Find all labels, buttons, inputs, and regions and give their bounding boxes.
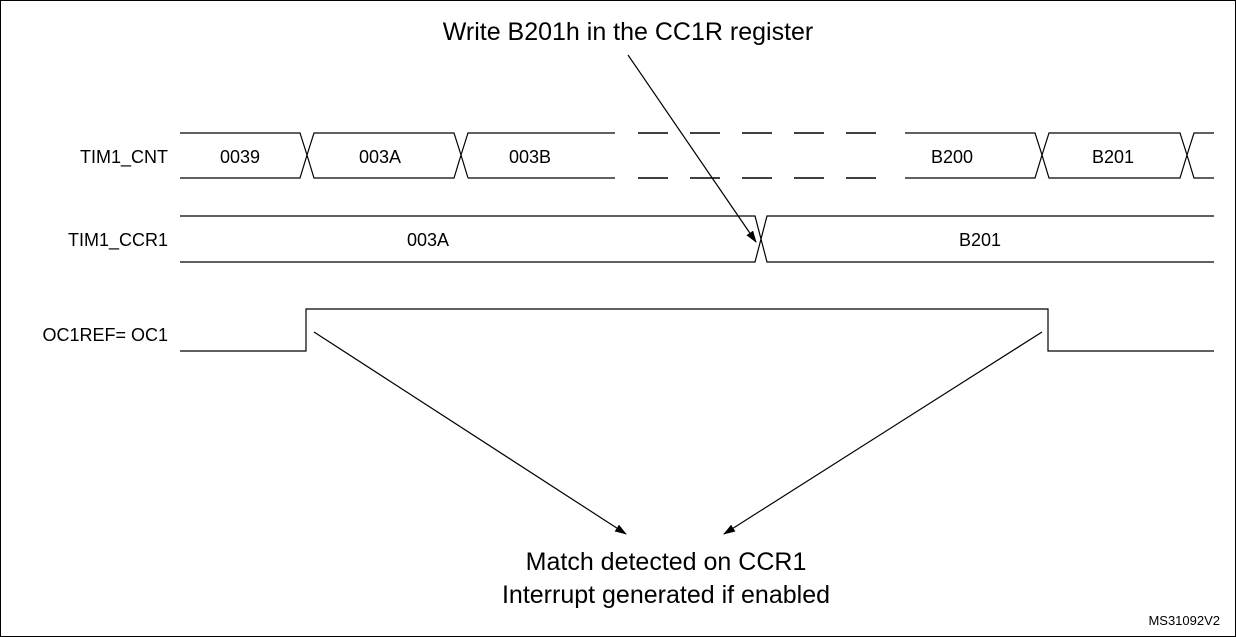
cnt-value-0039: 0039 [220,147,260,167]
tim1-ccr1-bus [180,215,1214,263]
ccr-value-003a: 003A [407,230,449,250]
match-note-line2: Interrupt generated if enabled [502,581,830,609]
tim1-cnt-bus [180,132,1214,179]
cnt-value-b201: B201 [1092,147,1134,167]
signal-label-tim1-ccr1: TIM1_CCR1 [68,230,168,251]
oc1ref-waveform [180,308,1214,352]
cnt-value-003a: 003A [359,147,401,167]
match-arrow-right [723,331,1043,535]
cnt-value-b200: B200 [931,147,973,167]
diagram-title: Write B201h in the CC1R register [443,18,814,46]
signal-label-oc1ref: OC1REF= OC1 [42,325,168,345]
match-note-line1: Match detected on CCR1 [526,548,807,576]
match-arrow-left [313,331,627,535]
write-arrow [627,54,757,243]
cnt-value-003b: 003B [509,147,551,167]
signal-label-tim1-cnt: TIM1_CNT [80,147,168,168]
ccr-value-b201: B201 [959,230,1001,250]
figure-id: MS31092V2 [1148,613,1220,628]
